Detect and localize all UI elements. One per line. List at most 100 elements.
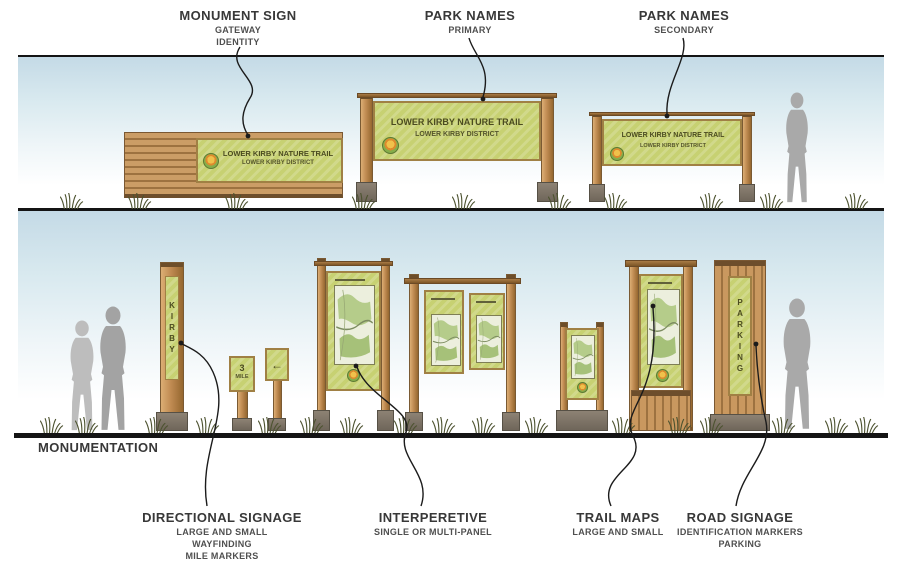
annotation-sub: WAYFINDING xyxy=(192,539,252,549)
sign-footing xyxy=(377,410,394,431)
person-silhouette xyxy=(780,92,814,204)
sign-top-rail xyxy=(625,260,697,267)
grass-tuft xyxy=(452,193,478,209)
map-graphic xyxy=(571,335,595,379)
sign-post xyxy=(409,274,419,431)
grass-tuft xyxy=(394,417,420,433)
section-line-middle xyxy=(18,208,884,211)
annotation-sub: IDENTITY xyxy=(216,37,260,47)
secondary-panel: LOWER KIRBY NATURE TRAIL LOWER KIRBY DIS… xyxy=(602,119,742,166)
parking-text: PARKING xyxy=(735,297,745,375)
primary-panel: LOWER KIRBY NATURE TRAIL LOWER KIRBY DIS… xyxy=(373,101,541,161)
annotation-sub: LARGE AND SMALL xyxy=(572,527,664,537)
primary-district-name: LOWER KIRBY DISTRICT xyxy=(415,131,499,139)
grass-tuft xyxy=(612,417,638,433)
interpretive-panel xyxy=(469,293,505,370)
panel-caption xyxy=(476,301,496,303)
grass-tuft xyxy=(40,417,66,433)
parking-panel: PARKING xyxy=(728,276,752,396)
sign-post xyxy=(506,274,516,431)
sign-top-rail xyxy=(314,261,393,266)
grass-tuft xyxy=(760,193,786,209)
annotation-sub: MILE MARKERS xyxy=(185,551,259,561)
annotation-sub: PARKING xyxy=(718,539,762,549)
grass-tuft xyxy=(432,417,458,433)
annotation-sub: GATEWAY xyxy=(214,25,262,35)
trail-map-panel xyxy=(639,274,683,388)
annotation-sub: PRIMARY xyxy=(448,25,492,35)
monument-panel: LOWER KIRBY NATURE TRAIL LOWER KIRBY DIS… xyxy=(196,138,343,183)
annotation-sub: LARGE AND SMALL xyxy=(176,527,268,537)
sign-footing xyxy=(739,184,755,202)
grass-tuft xyxy=(145,417,171,433)
annotation-title: MONUMENTATION xyxy=(38,440,159,455)
grass-tuft xyxy=(300,417,326,433)
secondary-text-block: LOWER KIRBY NATURE TRAIL LOWER KIRBY DIS… xyxy=(614,132,732,149)
annotation-title: PARK NAMES xyxy=(638,8,730,23)
trail-logo-icon xyxy=(656,369,669,382)
mile-marker-unit: MILE xyxy=(235,374,249,381)
grass-tuft xyxy=(225,193,251,209)
grass-tuft xyxy=(128,193,154,209)
section-line-ground xyxy=(14,433,888,438)
map-graphic xyxy=(647,289,680,365)
person-silhouette xyxy=(776,298,818,431)
grass-tuft xyxy=(196,417,222,433)
annotation-title: DIRECTIONAL SIGNAGE xyxy=(142,510,302,525)
monument-park-name: LOWER KIRBY NATURE TRAIL xyxy=(222,149,334,158)
annotation-park-names-primary: PARK NAMES PRIMARY xyxy=(410,8,530,35)
secondary-district-name: LOWER KIRBY DISTRICT xyxy=(640,142,706,149)
grass-tuft xyxy=(548,193,574,209)
primary-park-name: LOWER KIRBY NATURE TRAIL xyxy=(390,117,524,127)
sign-footing xyxy=(556,410,608,431)
sign-footing xyxy=(232,418,252,431)
directional-panel: KIRBY xyxy=(165,276,179,380)
arrow-panel: ← xyxy=(265,348,289,381)
interpretive-panel xyxy=(424,290,464,374)
grass-tuft xyxy=(825,417,851,433)
person-silhouette xyxy=(93,306,133,432)
panel-caption xyxy=(648,282,672,284)
trail-map-panel xyxy=(565,328,599,400)
sign-footing xyxy=(537,182,558,202)
mile-marker-panel: 3 MILE xyxy=(229,356,255,392)
grass-tuft xyxy=(700,417,726,433)
sign-post xyxy=(317,258,326,431)
sign-top-rail xyxy=(589,112,755,116)
annotation-interpretive: INTERPERETIVE SINGLE OR MULTI-PANEL xyxy=(348,510,518,537)
grass-tuft xyxy=(352,193,378,209)
sign-post xyxy=(381,258,390,431)
trail-logo-icon xyxy=(203,153,219,169)
annotation-monumentation: MONUMENTATION xyxy=(38,440,238,455)
panel-caption xyxy=(335,279,365,281)
directional-text: KIRBY xyxy=(167,300,177,356)
annotation-monument-sign: MONUMENT SIGN GATEWAY IDENTITY xyxy=(158,8,318,47)
annotation-sub: IDENTIFICATION MARKERS xyxy=(677,527,803,537)
arrow-icon: ← xyxy=(271,357,283,372)
trail-logo-icon xyxy=(577,382,588,393)
annotation-title: ROAD SIGNAGE xyxy=(686,510,794,525)
grass-tuft xyxy=(855,417,881,433)
interpretive-panel xyxy=(326,271,381,391)
trail-logo-icon xyxy=(347,369,360,382)
primary-text-block: LOWER KIRBY NATURE TRAIL LOWER KIRBY DIS… xyxy=(385,117,529,140)
sign-footing xyxy=(589,184,605,202)
sign-top-rail xyxy=(357,93,557,98)
trail-logo-icon xyxy=(610,147,624,161)
mile-marker-value: 3 xyxy=(239,363,245,373)
annotation-title: TRAIL MAPS xyxy=(576,510,660,525)
grass-tuft xyxy=(700,193,726,209)
annotation-sub: SINGLE OR MULTI-PANEL xyxy=(374,527,492,537)
secondary-park-name: LOWER KIRBY NATURE TRAIL xyxy=(621,132,725,139)
grass-tuft xyxy=(258,417,284,433)
grass-tuft xyxy=(472,417,498,433)
annotation-sub: SECONDARY xyxy=(654,25,714,35)
annotation-title: PARK NAMES xyxy=(424,8,516,23)
annotation-directional-signage: DIRECTIONAL SIGNAGE LARGE AND SMALL WAYF… xyxy=(132,510,312,561)
grass-tuft xyxy=(525,417,551,433)
grass-tuft xyxy=(772,417,798,433)
sign-top-rail xyxy=(404,278,521,284)
annotation-trail-maps: TRAIL MAPS LARGE AND SMALL xyxy=(553,510,683,537)
grass-tuft xyxy=(845,193,871,209)
